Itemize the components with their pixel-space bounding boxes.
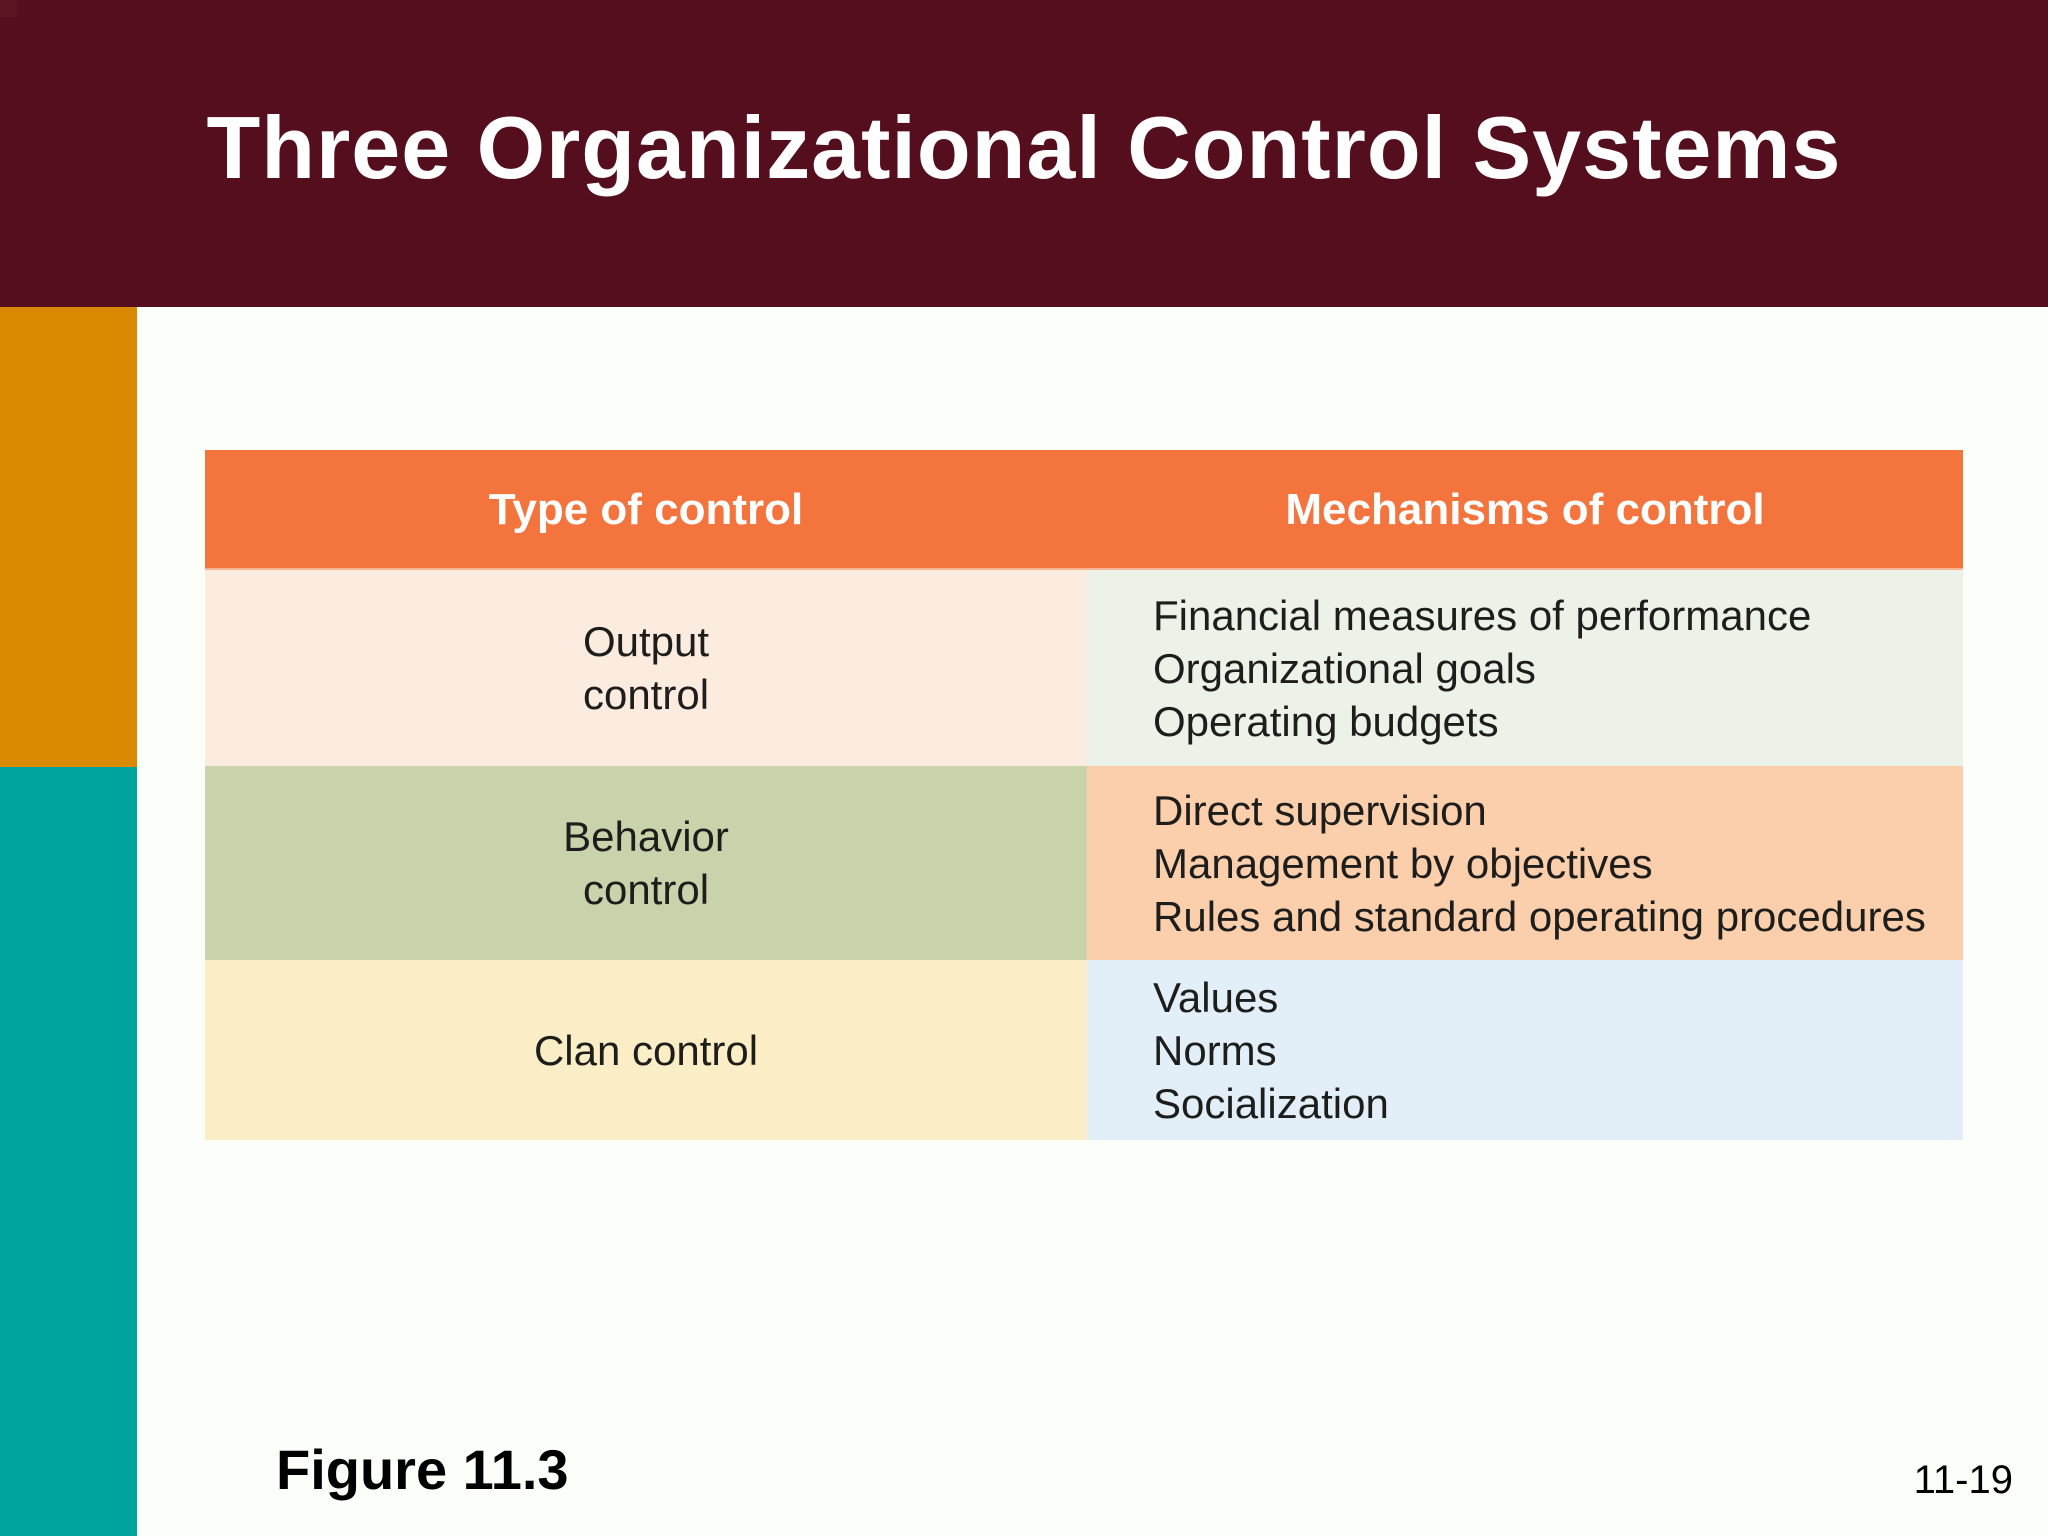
mechanism-line: Operating budgets	[1153, 697, 1499, 745]
table-row-output-type-cell: Output control	[205, 570, 1087, 766]
table-row-behavior-mechanisms-cell: Direct supervision Management by objecti…	[1087, 766, 1963, 960]
table-row-behavior-type-cell: Behavior control	[205, 766, 1087, 960]
mechanism-line: Organizational goals	[1153, 644, 1536, 692]
mechanism-line: Financial measures of performance	[1153, 591, 1812, 639]
table-row-clan-mechanisms-cell: Values Norms Socialization	[1087, 960, 1963, 1140]
type-label-line: Clan control	[533, 1026, 759, 1074]
type-label-line: Behavior	[563, 813, 729, 860]
column-header-type: Type of control	[205, 450, 1087, 570]
title-band: Three Organizational Control Systems	[0, 0, 2048, 307]
column-header-type-label: Type of control	[488, 485, 804, 534]
mechanism-line: Rules and standard operating procedures	[1153, 892, 1926, 940]
mechanism-line: Values	[1153, 973, 1279, 1021]
mechanism-line: Management by objectives	[1153, 839, 1653, 887]
figure-caption: Figure 11.3	[276, 1438, 569, 1501]
column-header-mechanisms: Mechanisms of control	[1087, 450, 1963, 570]
teal-accent-bar	[0, 767, 137, 1536]
type-label-line: control	[582, 866, 710, 913]
type-label-line: control	[582, 671, 710, 718]
control-systems-table: Type of control Mechanisms of control Ou…	[205, 450, 1963, 1140]
slide-page-number: 11-19	[1913, 1458, 2013, 1502]
table-row-output-mechanisms-cell: Financial measures of performance Organi…	[1087, 570, 1963, 766]
orange-accent-bar	[0, 307, 137, 767]
table-row-clan-type-cell: Clan control	[205, 960, 1087, 1140]
column-header-mechanisms-label: Mechanisms of control	[1285, 485, 1765, 534]
type-label-line: Output	[582, 618, 710, 665]
page-title: Three Organizational Control Systems	[206, 97, 1842, 197]
mechanism-line: Direct supervision	[1153, 786, 1487, 834]
mechanism-line: Norms	[1153, 1026, 1277, 1074]
mechanism-line: Socialization	[1153, 1079, 1389, 1127]
corner-accent	[0, 0, 17, 17]
